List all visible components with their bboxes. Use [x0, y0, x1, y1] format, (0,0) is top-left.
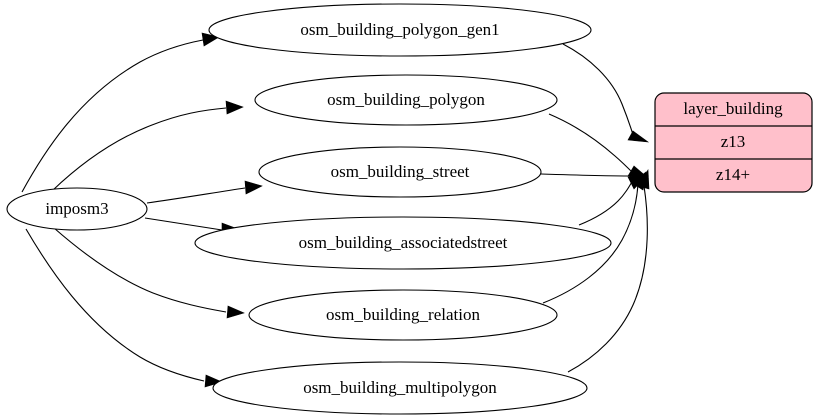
node-layer-building-shape: [654, 92, 813, 193]
node-osm-building-associatedstreet-label: osm_building_associatedstreet: [299, 233, 508, 252]
node-osm-building-polygon[interactable]: osm_building_polygon: [254, 74, 558, 126]
edge-osm-building-multipolygon-to-z14plus[interactable]: [567, 169, 650, 373]
node-osm-building-relation[interactable]: osm_building_relation: [248, 289, 558, 341]
edge-osm-building-polygon-to-z14plus[interactable]: [548, 113, 649, 179]
node-osm-building-relation-shape: [248, 289, 558, 341]
node-imposm3-shape: [6, 187, 148, 231]
record-row-layer-name: layer_building: [683, 99, 783, 118]
edge-imposm3-to-osm-building-multipolygon[interactable]: [25, 228, 223, 388]
edge-imposm3-to-osm-building-polygon-gen1[interactable]: [21, 32, 220, 193]
node-osm-building-multipolygon-shape: [212, 361, 588, 415]
edge-osm-building-polygon-gen1-to-z13[interactable]: [562, 43, 650, 143]
node-osm-building-polygon-shape: [254, 74, 558, 126]
record-row-zoom-z13: z13: [721, 132, 746, 151]
edge-imposm3-to-osm-building-street[interactable]: [146, 180, 263, 204]
node-osm-building-street-label: osm_building_street: [331, 162, 470, 181]
edge-group-tables-to-layer: [540, 43, 650, 373]
record-row-zoom-z14plus: z14+: [716, 165, 750, 184]
node-osm-building-polygon-gen1-label: osm_building_polygon_gen1: [300, 20, 499, 39]
node-osm-building-associatedstreet[interactable]: osm_building_associatedstreet: [194, 216, 612, 270]
node-osm-building-street[interactable]: osm_building_street: [258, 146, 542, 198]
edge-imposm3-to-osm-building-polygon[interactable]: [51, 100, 244, 192]
node-osm-building-street-shape: [258, 146, 542, 198]
node-layer-building[interactable]: layer_building z13 z14+: [654, 92, 813, 193]
node-osm-building-polygon-gen1[interactable]: osm_building_polygon_gen1: [208, 3, 592, 57]
node-osm-building-polygon-label: osm_building_polygon: [327, 90, 485, 109]
node-osm-building-polygon-gen1-shape: [208, 3, 592, 57]
edge-imposm3-to-osm-building-relation[interactable]: [53, 227, 245, 319]
node-osm-building-associatedstreet-shape: [194, 216, 612, 270]
node-osm-building-multipolygon[interactable]: osm_building_multipolygon: [212, 361, 588, 415]
node-imposm3[interactable]: imposm3: [6, 187, 148, 231]
node-imposm3-label: imposm3: [45, 199, 108, 218]
node-osm-building-relation-label: osm_building_relation: [326, 305, 480, 324]
node-osm-building-multipolygon-label: osm_building_multipolygon: [303, 378, 497, 397]
